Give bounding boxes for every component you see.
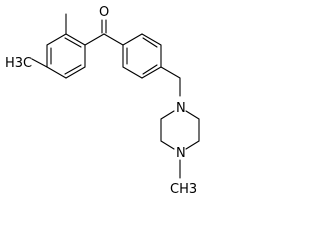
bond (185, 140, 200, 150)
bond (160, 140, 175, 150)
bond (185, 110, 200, 120)
bond (122, 66, 143, 79)
benzyl-bond (160, 66, 181, 79)
bond (141, 33, 162, 46)
bond (46, 66, 67, 79)
bond (65, 66, 86, 79)
methyl-bond-left (31, 58, 48, 68)
chemical-structure-diagram: H3C O N N CH3 (5, 5, 200, 197)
nitrogen-bottom-label: N (176, 146, 186, 161)
bond (46, 33, 67, 46)
carbonyl-to-ring-bond (103, 33, 124, 46)
bond (160, 110, 175, 120)
double-bond-inner (64, 64, 82, 75)
dimethylphenyl-ring (46, 33, 86, 79)
double-bond-inner (64, 37, 82, 48)
methyl-left-label: H3C (5, 56, 32, 71)
oxygen-label: O (99, 5, 109, 20)
bond (65, 33, 86, 46)
ring-to-carbonyl-bond (84, 33, 105, 46)
double-bond-inner (142, 37, 158, 48)
piperazine-ring (160, 110, 200, 150)
methyl-bottom-label: CH3 (170, 182, 197, 197)
bond (122, 33, 143, 46)
bond (141, 66, 162, 79)
nitrogen-top-label: N (176, 101, 186, 116)
double-bond-inner (142, 64, 158, 75)
phenyl-ring (122, 33, 162, 79)
